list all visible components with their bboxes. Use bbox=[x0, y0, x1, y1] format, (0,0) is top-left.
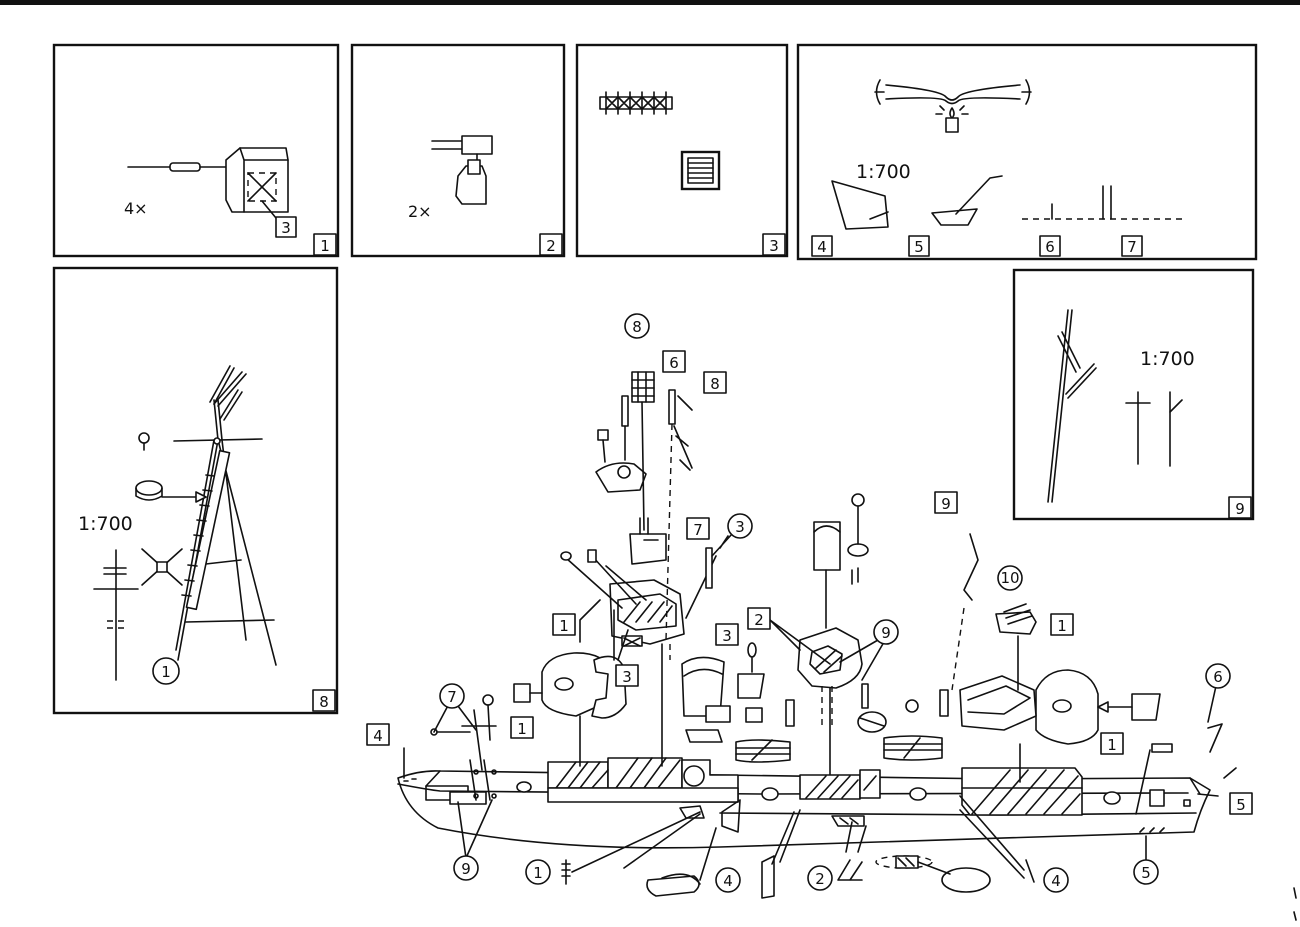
aft-turret bbox=[939, 603, 1161, 783]
callout-circle-5: 5 bbox=[1141, 864, 1151, 882]
panel-9-pole-mast: 1:700 9 bbox=[1012, 268, 1255, 521]
callout-box-5: 5 bbox=[1236, 796, 1246, 814]
hull-drawing bbox=[397, 759, 1211, 849]
callout-box-3-a: 3 bbox=[622, 668, 632, 686]
mini-mast-drawing bbox=[93, 548, 183, 681]
callout-box-3-b: 3 bbox=[722, 627, 732, 645]
callout-circle-3: 3 bbox=[735, 518, 745, 536]
panel-1-number: 1 bbox=[320, 237, 330, 255]
loose-parts-below bbox=[561, 795, 1035, 899]
stretching-sprue-drawing bbox=[874, 79, 1032, 133]
panel-2-number: 2 bbox=[546, 237, 556, 255]
panel-8-callout: 1 bbox=[161, 663, 171, 681]
callout-box-2: 2 bbox=[754, 611, 764, 629]
mini-pole-drawing bbox=[1125, 391, 1183, 467]
callout-box-9: 9 bbox=[941, 495, 951, 513]
panel-8-scale: 1:700 bbox=[78, 513, 133, 535]
callout-circle-7: 7 bbox=[447, 688, 457, 706]
top-border bbox=[0, 0, 1300, 5]
tripod-mast-drawing bbox=[173, 365, 277, 666]
callout-circle-4-a: 4 bbox=[723, 872, 733, 890]
panel-1-part-label: 3 bbox=[281, 219, 291, 237]
bridge-tower bbox=[560, 371, 717, 767]
callout-box-4: 4 bbox=[373, 727, 383, 745]
callout-box-1-a: 1 bbox=[559, 617, 569, 635]
panel-3-rails: 3 bbox=[575, 43, 789, 258]
panel-2-twin-gun: 2× 2 bbox=[350, 43, 566, 258]
part-4-label: 4 bbox=[817, 238, 827, 256]
callout-box-1-c: 1 bbox=[1057, 617, 1067, 635]
callout-circle-10: 10 bbox=[1000, 569, 1019, 587]
hatch-drawing bbox=[680, 150, 721, 191]
panel-1-gun-mount: 4× 3 1 bbox=[52, 43, 340, 258]
forward-turret bbox=[513, 652, 627, 767]
callout-box-6: 6 bbox=[669, 354, 679, 372]
callout-box-1-b: 1 bbox=[517, 720, 527, 738]
callout-box-7: 7 bbox=[693, 521, 703, 539]
square-callouts: 1 1 1 1 2 3 3 4 5 6 7 8 9 bbox=[366, 350, 1253, 815]
panel-8-tripod-mast: 1:700 1 8 bbox=[52, 266, 339, 715]
part-5-label: 5 bbox=[914, 238, 924, 256]
callout-circle-1: 1 bbox=[533, 864, 543, 882]
panel-4-7-stretched-sprue: 1:700 4 5 6 7 bbox=[796, 43, 1258, 261]
masts bbox=[430, 533, 1237, 833]
panel-2-count: 2× bbox=[408, 202, 432, 221]
deck-gun-positions bbox=[516, 781, 1121, 833]
panel-8-number: 8 bbox=[319, 693, 329, 711]
callout-circle-9-a: 9 bbox=[461, 860, 471, 878]
twin-gun-drawing bbox=[431, 135, 493, 205]
panel-9-scale: 1:700 bbox=[1140, 348, 1195, 370]
pole-mast-drawing bbox=[1047, 309, 1097, 503]
part-5-drawing bbox=[931, 175, 1003, 226]
panel-9-number: 9 bbox=[1235, 500, 1245, 518]
funnel bbox=[681, 642, 765, 743]
deck-superstructure bbox=[547, 757, 1083, 816]
callout-circle-4-b: 4 bbox=[1051, 872, 1061, 890]
callout-box-1-d: 1 bbox=[1107, 736, 1117, 754]
panel-1-count: 4× bbox=[124, 199, 148, 218]
callout-circle-6: 6 bbox=[1213, 668, 1223, 686]
callout-circle-8: 8 bbox=[632, 318, 642, 336]
searchlight-drawing bbox=[135, 432, 207, 503]
railing-strip-drawing bbox=[599, 91, 673, 115]
corner-mark bbox=[1293, 887, 1297, 921]
gun-housing-drawing bbox=[225, 147, 289, 219]
part-6-7-rod-drawing bbox=[1022, 185, 1185, 220]
panel-3-number: 3 bbox=[769, 237, 779, 255]
callout-circle-2-a: 2 bbox=[815, 870, 825, 888]
mid-secondary-guns bbox=[735, 493, 943, 775]
part-6-label: 6 bbox=[1045, 238, 1055, 256]
exploded-ship-assembly: 1 1 1 1 2 3 3 4 5 6 7 8 9 bbox=[366, 313, 1253, 899]
panel-4-scale: 1:700 bbox=[856, 161, 911, 183]
callout-box-8: 8 bbox=[710, 375, 720, 393]
callout-circle-9-c: 9 bbox=[881, 624, 891, 642]
part-7-label: 7 bbox=[1127, 238, 1137, 256]
part-4-drawing bbox=[831, 180, 889, 230]
circle-callouts: 1 2 9 3 4 4 5 6 7 8 9 10 bbox=[439, 313, 1231, 893]
